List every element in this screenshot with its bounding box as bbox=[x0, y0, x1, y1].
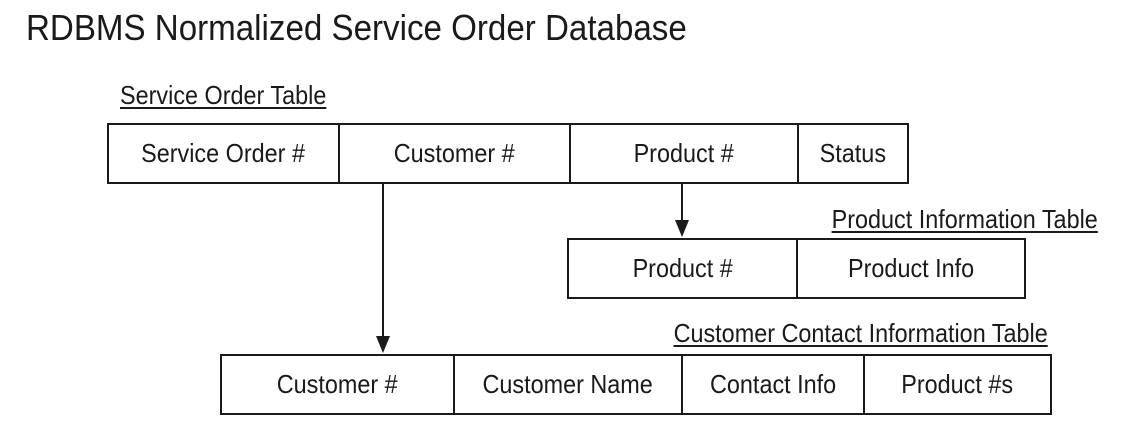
product-number-column: Product # bbox=[569, 240, 798, 297]
diagram-title: RDBMS Normalized Service Order Database bbox=[26, 7, 687, 48]
customer-number-column: Customer # bbox=[340, 125, 571, 182]
customer-link-arrow bbox=[376, 184, 390, 353]
product-information-table: Product # Product Info bbox=[567, 238, 1026, 299]
status-column: Status bbox=[819, 138, 887, 168]
customer-contact-table-label: Customer Contact Information Table bbox=[673, 318, 1048, 348]
product-link-arrow bbox=[675, 184, 689, 237]
product-info-column: Product Info bbox=[847, 253, 975, 283]
service-order-table-label: Service Order Table bbox=[120, 80, 327, 110]
service-order-table: Service Order # Customer # Product # Sta… bbox=[107, 123, 909, 184]
customer-contact-table: Customer # Customer Name Contact Info Pr… bbox=[220, 354, 1052, 415]
product-number-column: Product # bbox=[571, 125, 799, 182]
contact-info-column: Contact Info bbox=[683, 356, 865, 413]
product-information-table-label: Product Information Table bbox=[831, 204, 1098, 234]
product-numbers-column: Product #s bbox=[901, 369, 1014, 399]
service-order-number-column: Service Order # bbox=[109, 125, 340, 182]
customer-name-column: Customer Name bbox=[455, 356, 683, 413]
customer-number-column: Customer # bbox=[222, 356, 455, 413]
